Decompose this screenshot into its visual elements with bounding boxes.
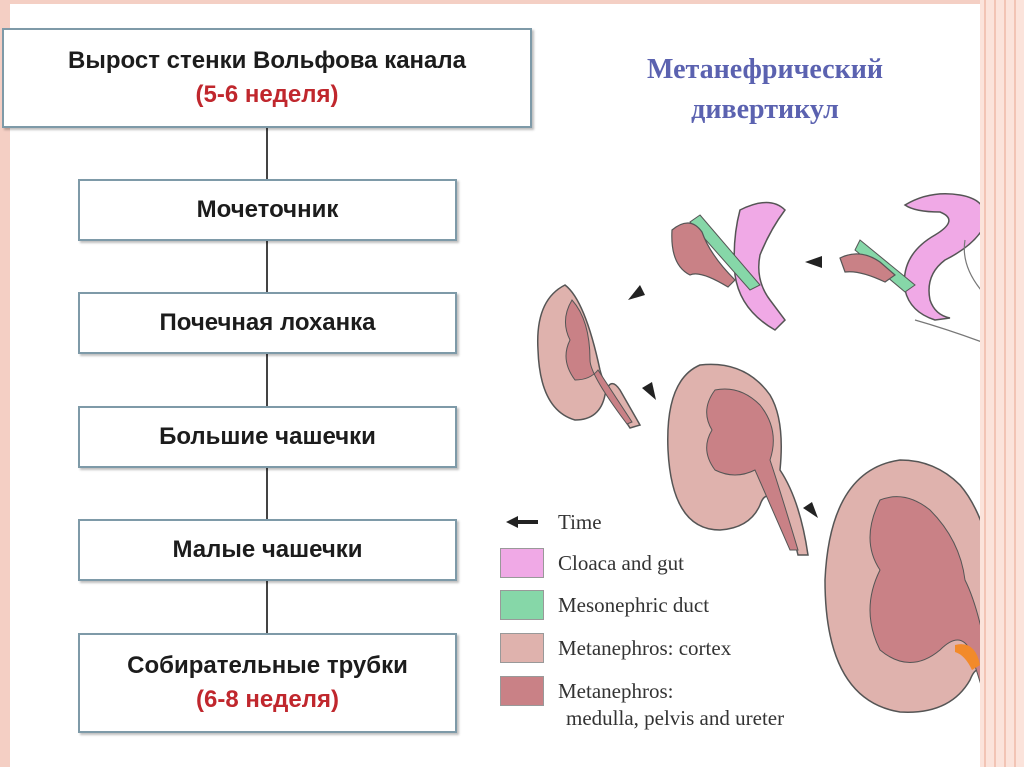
- legend-swatch-mesonephric: [500, 590, 544, 620]
- flow-step-major-calyces: Большие чашечки: [78, 406, 457, 468]
- flow-step-label: Большие чашечки: [159, 423, 376, 450]
- legend-label: Metanephros:: [558, 678, 674, 703]
- flow-step-ureter: Мочеточник: [78, 179, 457, 241]
- legend-mesonephric: Mesonephric duct: [500, 589, 709, 621]
- slide-top-border: [0, 0, 1024, 4]
- flow-connector-line: [266, 126, 268, 636]
- flow-step-renal-pelvis: Почечная лоханка: [78, 292, 457, 354]
- legend-time: Time: [500, 506, 602, 538]
- legend-label-line2: medulla, pelvis and ureter: [566, 706, 785, 730]
- slide-left-border: [0, 0, 10, 767]
- legend-time-label: Time: [558, 509, 602, 534]
- flow-step-minor-calyces: Малые чашечки: [78, 519, 457, 581]
- legend-label: Mesonephric duct: [558, 592, 710, 617]
- legend-cortex: Metanephros: cortex: [500, 632, 731, 664]
- flow-step-label: Вырост стенки Вольфова канала: [68, 47, 466, 74]
- diagram-title-line1: Метанефрический: [647, 54, 883, 85]
- time-arrow-icon: [506, 516, 538, 528]
- legend-label: Cloaca and gut: [558, 550, 684, 575]
- flow-step-label: Мочеточник: [196, 196, 339, 223]
- diagram-title: Метанефрический дивертикул: [600, 50, 930, 130]
- flow-step-week: (6-8 неделя): [195, 686, 339, 713]
- legend-swatch-medulla: [500, 676, 544, 706]
- time-arrows: [628, 256, 822, 518]
- flow-step-collecting-tubules: Собирательные трубки (6-8 неделя): [78, 633, 457, 733]
- legend-cloaca: Cloaca and gut: [500, 547, 684, 579]
- legend-medulla: Metanephros:: [500, 675, 673, 707]
- flow-step-wolffian-outgrowth: Вырост стенки Вольфова канала (5-6 недел…: [2, 28, 532, 128]
- flow-step-label: Малые чашечки: [172, 536, 363, 563]
- stage-2-bud-drawing: [671, 201, 786, 331]
- stage-5-kidney-drawing: [824, 459, 980, 713]
- flow-step-week: (5-6 неделя): [195, 81, 339, 108]
- flow-step-label: Собирательные трубки: [127, 652, 408, 679]
- stage-3-kidney-drawing: [536, 284, 642, 429]
- diagram-title-line2: дивертикул: [691, 94, 839, 125]
- flow-step-label: Почечная лоханка: [159, 309, 376, 336]
- legend-label: Metanephros: cortex: [558, 635, 732, 660]
- slide-right-border: [980, 0, 1024, 767]
- stage-4-kidney-drawing: [667, 363, 809, 556]
- legend-swatch-cortex: [500, 633, 544, 663]
- legend-swatch-cloaca: [500, 548, 544, 578]
- stage-1-bud-drawing: [839, 193, 980, 342]
- kidney-development-illustration: [536, 193, 980, 713]
